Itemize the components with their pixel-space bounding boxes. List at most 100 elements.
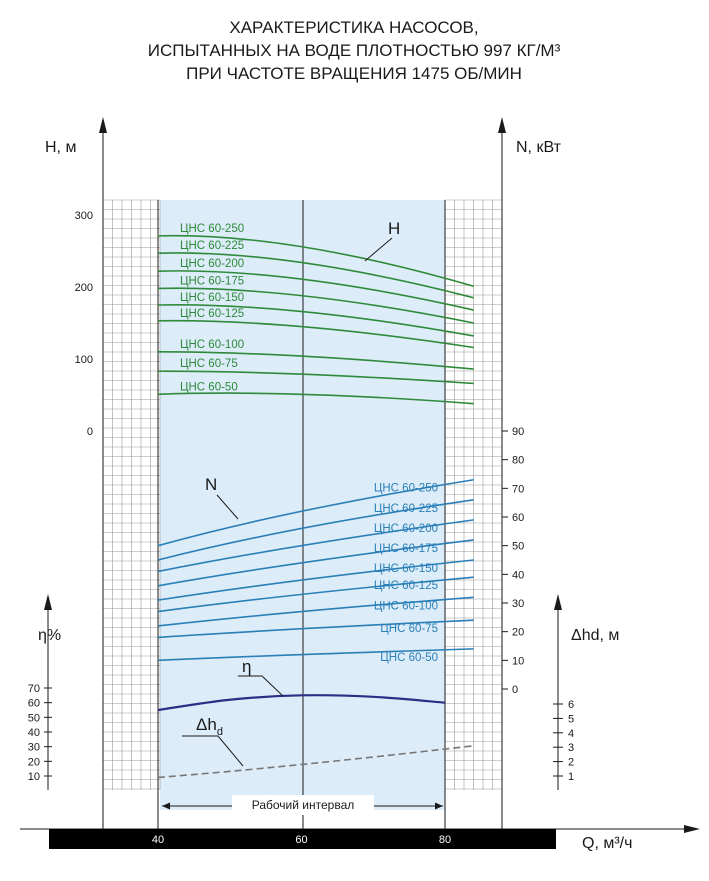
head-label-leader: [364, 237, 393, 262]
q-axis-ticks: 40 60 80: [152, 834, 451, 846]
head-curve-label-7: ЦНС 60-75: [180, 358, 238, 370]
efficiency-axis-arrow: [44, 594, 52, 610]
power-curve-label-6: ЦНС 60-100: [374, 600, 438, 612]
efficiency-curve: [157, 694, 446, 712]
working-interval-label: Рабочий интервал: [252, 798, 355, 812]
head-curve-3: [157, 287, 474, 324]
npsh-tick-label: 2: [568, 757, 574, 769]
curves: [157, 234, 474, 779]
efficiency-tick-label: 10: [28, 771, 40, 783]
chart-title-line-3: ПРИ ЧАСТОТЕ ВРАЩЕНИЯ 1475 ОБ/МИН: [186, 64, 522, 83]
head-curve-label: H: [388, 219, 400, 238]
power-tick-label: 90: [512, 426, 524, 438]
head-curve-4: [157, 304, 474, 337]
power-curve-2: [157, 519, 474, 573]
power-tick-label: 70: [512, 483, 524, 495]
power-curve-label-1: ЦНС 60-225: [374, 503, 438, 515]
head-curve-6: [157, 351, 474, 370]
power-curve-6: [157, 596, 474, 627]
head-axis-arrow: [99, 117, 107, 133]
npsh-tick-label: 4: [568, 728, 574, 740]
efficiency-curve-label: η: [242, 657, 251, 676]
npsh-axis-label: Δhd, м: [571, 627, 619, 644]
power-tick-label: 40: [512, 569, 524, 581]
head-curve-label-2: ЦНС 60-200: [180, 258, 244, 270]
chart-title-line-1: ХАРАКТЕРИСТИКА НАСОСОВ,: [229, 18, 478, 37]
head-curve-8: [157, 392, 474, 405]
interval-label-bg: [232, 795, 374, 815]
q-tick-label: 60: [295, 834, 307, 846]
power-axis-arrow: [498, 117, 506, 133]
power-tick-label: 80: [512, 455, 524, 467]
efficiency-tick-label: 70: [28, 683, 40, 695]
q-axis-label: Q, м³/ч: [582, 835, 632, 852]
npsh-tick-label: 5: [568, 713, 574, 725]
power-tick-label: 30: [512, 598, 524, 610]
head-tick-label: 200: [75, 282, 93, 294]
power-tick-label: 60: [512, 512, 524, 524]
power-curve-label-2: ЦНС 60-200: [374, 523, 438, 535]
head-curve-label-6: ЦНС 60-100: [180, 339, 244, 351]
head-curve-label-4: ЦНС 60-150: [180, 292, 244, 304]
power-curve-5: [157, 576, 474, 613]
grid-left: [102, 199, 161, 790]
q-axis-arrow: [684, 825, 700, 833]
efficiency-tick-label: 50: [28, 712, 40, 724]
power-curve-8: [157, 648, 474, 662]
npsh-curve-label: Δhd: [196, 715, 223, 738]
power-curve-0: [157, 478, 474, 547]
interval-arrow-right: [435, 802, 443, 810]
working-interval-marker: Рабочий интервал: [162, 795, 443, 815]
power-curve-4: [157, 559, 474, 601]
q-axis-bar: [49, 829, 556, 849]
power-curve-3: [157, 539, 474, 587]
npsh-axis-arrow: [554, 594, 562, 610]
head-curve-label-3: ЦНС 60-175: [180, 275, 244, 287]
efficiency-tick-label: 20: [28, 756, 40, 768]
npsh-label-leader: [182, 735, 244, 767]
efficiency-tick-label: 30: [28, 742, 40, 754]
head-tick-label: 0: [87, 426, 93, 438]
efficiency-axis-label: η%: [38, 627, 61, 644]
power-curve-label-8: ЦНС 60-50: [380, 652, 438, 664]
head-axis-label: H, м: [45, 139, 76, 156]
head-curve-0: [157, 234, 474, 288]
npsh-tick-label: 3: [568, 742, 574, 754]
power-axis-label: N, кВт: [516, 139, 562, 156]
power-tick-label: 10: [512, 655, 524, 667]
power-curve-label-3: ЦНС 60-175: [374, 543, 438, 555]
interval-arrow-left: [162, 802, 170, 810]
power-curve-label-5: ЦНС 60-125: [374, 580, 438, 592]
power-curve-label-7: ЦНС 60-75: [380, 623, 438, 635]
power-curve-7: [157, 619, 474, 639]
head-curve-2: [157, 270, 474, 311]
power-label-leader: [216, 494, 239, 520]
head-curve-label-1: ЦНС 60-225: [180, 240, 244, 252]
q-tick-label: 40: [152, 834, 164, 846]
grid-right: [444, 199, 503, 790]
power-tick-label: 20: [512, 627, 524, 639]
head-curve-label-0: ЦНС 60-250: [180, 223, 244, 235]
chart-title-line-2: ИСПЫТАННЫХ НА ВОДЕ ПЛОТНОСТЬЮ 997 КГ/М³: [148, 41, 561, 60]
npsh-curve: [157, 744, 474, 779]
head-curve-5: [157, 319, 474, 349]
power-curve-label-4: ЦНС 60-150: [374, 563, 438, 575]
head-curve-1: [157, 252, 474, 299]
power-tick-label: 0: [512, 684, 518, 696]
power-curve-label: N: [205, 475, 217, 494]
head-curve-7: [157, 370, 474, 385]
head-tick-label: 100: [75, 354, 93, 366]
efficiency-tick-label: 60: [28, 698, 40, 710]
efficiency-label-leader: [238, 675, 284, 697]
npsh-tick-label: 1: [568, 771, 574, 783]
npsh-curve-label-subscript: d: [217, 726, 223, 738]
power-curve-label-0: ЦНС 60-250: [374, 483, 438, 495]
efficiency-tick-label: 40: [28, 727, 40, 739]
head-curve-label-8: ЦНС 60-50: [180, 381, 238, 393]
head-curve-label-5: ЦНС 60-125: [180, 308, 244, 320]
power-curve-1: [157, 499, 474, 561]
q-tick-label: 80: [439, 834, 451, 846]
